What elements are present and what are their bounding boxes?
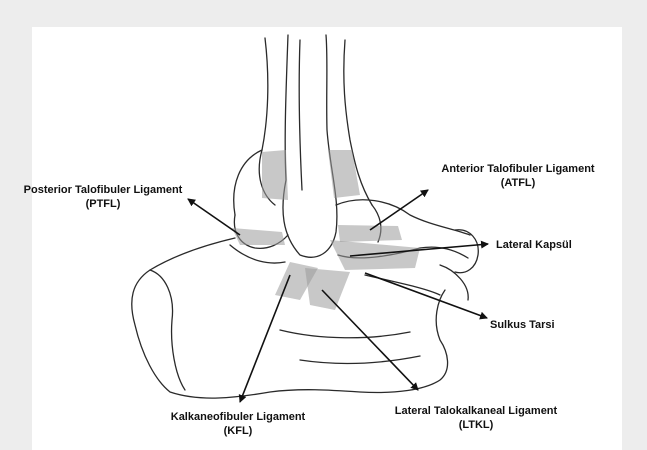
lateral-capsule: [330, 240, 420, 270]
label-atfl: Anterior Talofibuler Ligament (ATFL): [430, 162, 606, 190]
label-kfl-name: Kalkaneofibuler Ligament: [158, 410, 318, 424]
fibula-bone: [283, 35, 337, 257]
label-ltkl: Lateral Talokalkaneal Ligament (LTKL): [378, 404, 574, 432]
tibia-shading: [262, 150, 288, 200]
label-lateral-kapsul: Lateral Kapsül: [496, 238, 586, 252]
label-atfl-name: Anterior Talofibuler Ligament: [430, 162, 606, 176]
label-sulkus-tarsi: Sulkus Tarsi: [490, 318, 580, 332]
label-sulkus-tarsi-name: Sulkus Tarsi: [490, 318, 580, 332]
atfl-pointer: [370, 190, 428, 230]
label-lateral-kapsul-name: Lateral Kapsül: [496, 238, 586, 252]
label-ptfl: Posterior Talofibuler Ligament (PTFL): [10, 183, 196, 211]
ltkl-ligament: [305, 268, 350, 310]
kfl-pointer: [240, 275, 290, 402]
label-atfl-abbr: (ATFL): [430, 176, 606, 190]
label-ptfl-abbr: (PTFL): [10, 197, 196, 211]
label-kfl: Kalkaneofibuler Ligament (KFL): [158, 410, 318, 438]
ltkl-pointer: [322, 290, 418, 390]
label-ltkl-abbr: (LTKL): [378, 418, 574, 432]
label-kfl-abbr: (KFL): [158, 424, 318, 438]
label-ptfl-name: Posterior Talofibuler Ligament: [10, 183, 196, 197]
tibia-shading-right: [328, 150, 360, 198]
label-ltkl-name: Lateral Talokalkaneal Ligament: [378, 404, 574, 418]
atfl-ligament: [338, 225, 402, 242]
ptfl-ligament: [232, 228, 285, 245]
